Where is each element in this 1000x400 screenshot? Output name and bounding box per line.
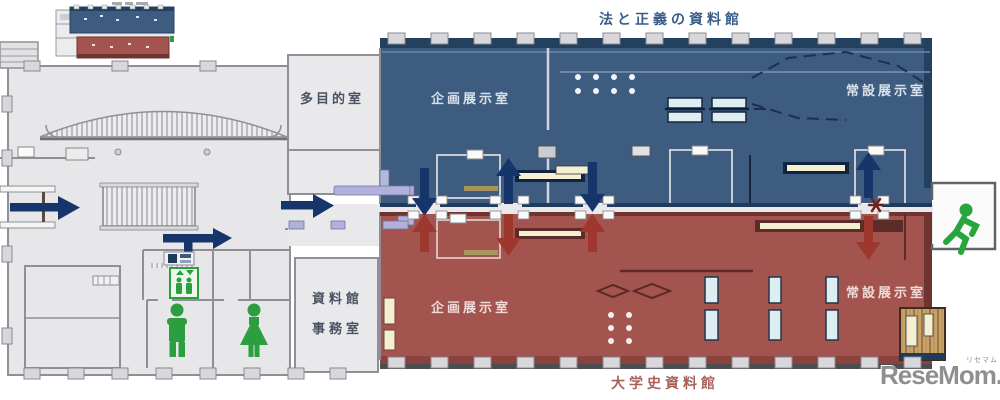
- red-arrow-up-1: [412, 214, 437, 252]
- office-room: [294, 257, 379, 373]
- asterisk-mark: [867, 197, 885, 213]
- male-figure-icon: [167, 303, 187, 357]
- blue-permanent-exhibition-label: 常設展示室: [846, 84, 927, 99]
- visitor-flow-arrows: [10, 152, 885, 262]
- elevator-sign: [163, 251, 195, 266]
- display-cases-blue: [665, 97, 766, 123]
- diamond-cases: [595, 282, 673, 300]
- entrance-arrow-right: [10, 196, 80, 220]
- elevator-icon: [169, 267, 199, 299]
- arched-canopy: [39, 110, 288, 138]
- overview-inset-map: [55, 2, 175, 59]
- blue-wing: [379, 38, 932, 207]
- wall-columns: [1, 32, 922, 380]
- office-room-label-line1: 資料館: [312, 292, 364, 307]
- corridor-arrow-right: [281, 194, 334, 218]
- red-special-exhibition-label: 企画展示室: [431, 301, 512, 316]
- navy-arrow-up-2: [856, 152, 881, 198]
- red-room-dots: [608, 312, 632, 344]
- bottom-building-title: 大学史資料館: [611, 376, 719, 392]
- ceiling-light-dots: [575, 74, 635, 94]
- navy-arrow-up-1: [496, 158, 521, 204]
- staircase: [99, 182, 199, 231]
- red-arrow-down-1: [496, 214, 521, 256]
- stairs-arrow-tee: [163, 228, 232, 262]
- door-caps: [407, 195, 890, 220]
- running-person-icon: [943, 203, 981, 255]
- watermark-ruby: リセマム: [966, 357, 999, 364]
- navy-arrow-down-1: [412, 168, 437, 216]
- emergency-exit-vestibule: [930, 181, 997, 255]
- red-permanent-exhibition-label: 常設展示室: [846, 286, 927, 301]
- multipurpose-room-label: 多目的室: [300, 92, 365, 107]
- benches: [288, 185, 411, 230]
- display-cases-red: [704, 276, 839, 341]
- red-arrow-up-2: [580, 214, 605, 252]
- navy-arrow-down-2: [580, 162, 605, 212]
- top-building-title: 法と正義の資料館: [599, 12, 743, 28]
- resemom-watermark: ReseMom. リセマム: [880, 357, 1000, 391]
- red-wing: [379, 212, 946, 369]
- female-figure-icon: [240, 303, 268, 357]
- watermark-text: ReseMom.: [880, 360, 1000, 390]
- wooden-room: [899, 307, 946, 361]
- red-arrow-down-2: [856, 216, 881, 260]
- blue-special-exhibition-label: 企画展示室: [431, 92, 512, 107]
- office-room-label-line2: 事務室: [312, 322, 364, 337]
